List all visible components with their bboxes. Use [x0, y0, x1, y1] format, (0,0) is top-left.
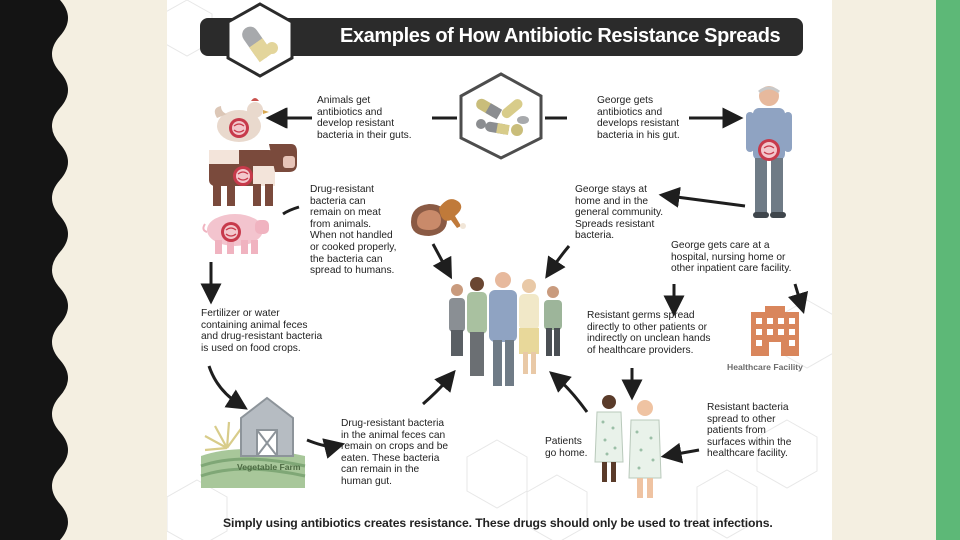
arrow-crops-to-crowd — [422, 369, 456, 406]
healthcare-facility-label: Healthcare Facility — [727, 362, 803, 372]
bacteria-icon — [221, 222, 241, 242]
pill-badge-icon — [226, 2, 294, 78]
infographic-sheet: Examples of How Antibiotic Resistance Sp… — [167, 0, 832, 540]
crops-text: Drug-resistant bacteria in the animal fe… — [341, 418, 449, 487]
footer-note: Simply using antibiotics creates resista… — [223, 516, 773, 530]
meat-text: Drug-resistant bacteria can remain on me… — [310, 184, 397, 277]
meat-icon — [411, 199, 466, 236]
vegetable-farm-label: Vegetable Farm — [237, 462, 301, 472]
green-side-band — [936, 0, 960, 540]
pig-icon — [202, 214, 269, 254]
wavy-border-decoration — [0, 0, 68, 540]
patients-icon — [594, 395, 662, 498]
surfaces-text: Resistant bacteria spread to other patie… — [707, 402, 792, 460]
bacteria-icon — [233, 166, 253, 186]
bacteria-icon — [758, 139, 780, 161]
crowd-icon — [449, 272, 562, 386]
arrow-fertilizer-to-farm — [207, 365, 248, 410]
arrow-home-to-crowd — [545, 245, 571, 279]
page-title: Examples of How Antibiotic Resistance Sp… — [340, 25, 781, 47]
george-home-text: George stays at home and in the general … — [575, 184, 664, 242]
flow-arrows — [200, 107, 809, 464]
arrow-surfaces-to-patients — [660, 442, 700, 464]
arrow-farm-to-crops — [306, 438, 346, 459]
george-care-text: George gets care at a hospital, nursing … — [671, 240, 792, 275]
bacteria-icon — [229, 118, 249, 138]
patients-home-text: Patients go home. — [545, 436, 588, 459]
hexagon-background-pattern — [167, 0, 832, 540]
resistant-germs-text: Resistant germs spread directly to other… — [587, 310, 711, 356]
animals-text: Animals get antibiotics and develop resi… — [317, 95, 412, 141]
george-icon — [746, 86, 792, 218]
healthcare-facility-icon — [751, 306, 799, 356]
pills-icon — [459, 72, 543, 160]
fertilizer-text: Fertilizer or water containing animal fe… — [201, 308, 323, 354]
arrow-patients-to-crowd — [549, 371, 589, 413]
chicken-icon — [214, 98, 269, 142]
arrow-meat-to-crowd — [431, 243, 452, 280]
arrow-george-to-home — [658, 186, 746, 208]
connector-animals-meat — [282, 205, 300, 216]
barn-icon — [200, 396, 306, 488]
cow-icon — [209, 144, 297, 206]
george-gets-text: George gets antibiotics and develops res… — [597, 95, 680, 141]
arrow-care-2 — [787, 283, 809, 315]
title-bar: Examples of How Antibiotic Resistance Sp… — [200, 18, 803, 56]
